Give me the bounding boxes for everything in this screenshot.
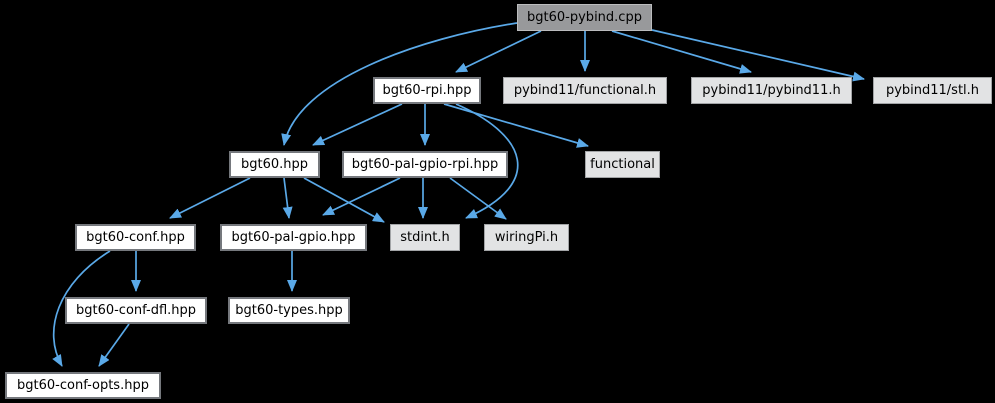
node-label: bgt60-conf-dfl.hpp	[75, 303, 197, 318]
node-stdint-h: stdint.h	[390, 224, 460, 251]
node-label: functional	[590, 157, 655, 172]
node-label: bgt60-pal-gpio-rpi.hpp	[351, 157, 499, 172]
edge-bgt60-pal-gpio-rpi-hpp-to-wiringpi-h	[449, 177, 507, 220]
node-bgt60-types-hpp[interactable]: bgt60-types.hpp	[228, 297, 350, 324]
node-wiringpi-h: wiringPi.h	[484, 224, 569, 251]
node-bgt60-pal-gpio-hpp[interactable]: bgt60-pal-gpio.hpp	[220, 224, 367, 251]
node-label: pybind11/functional.h	[513, 83, 657, 98]
node-label: pybind11/stl.h	[885, 83, 980, 98]
edge-bgt60-rpi-hpp-to-stdint-h	[455, 103, 519, 219]
edge-bgt60-conf-dfl-hpp-to-bgt60-conf-opts-hpp	[98, 323, 130, 367]
node-bgt60-conf-opts-hpp[interactable]: bgt60-conf-opts.hpp	[5, 372, 161, 399]
node-bgt60-pal-gpio-rpi-hpp[interactable]: bgt60-pal-gpio-rpi.hpp	[342, 151, 508, 178]
node-label: bgt60-pybind.cpp	[527, 10, 642, 25]
node-pybind11-functional-h: pybind11/functional.h	[503, 77, 667, 104]
edge-bgt60-hpp-to-bgt60-conf-hpp	[169, 177, 251, 219]
edge-bgt60-pybind-cpp-to-pybind11-pybind11-h	[611, 30, 752, 74]
node-bgt60-conf-dfl-hpp[interactable]: bgt60-conf-dfl.hpp	[65, 297, 207, 324]
node-label: bgt60-conf-opts.hpp	[17, 378, 149, 393]
edge-bgt60-hpp-to-stdint-h	[303, 177, 385, 223]
node-label: bgt60-conf.hpp	[86, 230, 185, 245]
edge-bgt60-rpi-hpp-to-bgt60-hpp	[312, 103, 403, 146]
node-label: bgt60-rpi.hpp	[382, 83, 472, 98]
node-label: pybind11/pybind11.h	[702, 83, 841, 98]
node-pybind11-stl-h: pybind11/stl.h	[873, 77, 992, 104]
edge-bgt60-pal-gpio-rpi-hpp-to-bgt60-pal-gpio-hpp	[322, 177, 401, 216]
node-label: bgt60-pal-gpio.hpp	[231, 230, 356, 245]
node-functional: functional	[585, 151, 660, 178]
node-label: bgt60.hpp	[240, 157, 309, 172]
edge-bgt60-rpi-hpp-to-functional	[443, 103, 589, 148]
edge-bgt60-pybind-cpp-to-pybind11-stl-h	[651, 29, 865, 82]
node-bgt60-rpi-hpp[interactable]: bgt60-rpi.hpp	[373, 77, 481, 104]
node-label: bgt60-types.hpp	[235, 303, 343, 318]
node-bgt60-conf-hpp[interactable]: bgt60-conf.hpp	[75, 224, 196, 251]
node-label: wiringPi.h	[494, 230, 559, 245]
edge-bgt60-hpp-to-bgt60-pal-gpio-hpp	[282, 177, 293, 219]
edge-bgt60-pybind-cpp-to-bgt60-hpp	[281, 22, 518, 146]
edge-bgt60-pybind-cpp-to-bgt60-rpi-hpp	[455, 30, 542, 73]
node-label: stdint.h	[400, 230, 450, 245]
node-pybind11-pybind11-h: pybind11/pybind11.h	[691, 77, 852, 104]
edge-bgt60-conf-hpp-to-bgt60-conf-opts-hpp	[52, 250, 111, 367]
node-bgt60-pybind-cpp: bgt60-pybind.cpp	[517, 4, 652, 31]
node-bgt60-hpp[interactable]: bgt60.hpp	[229, 151, 320, 178]
